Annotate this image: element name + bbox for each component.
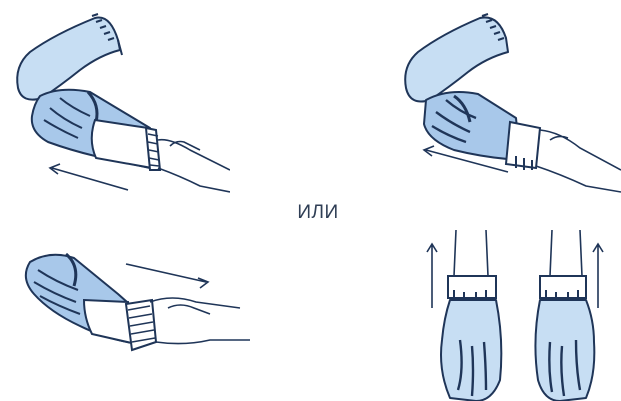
glove-hands-illustration-4 — [426, 230, 604, 401]
hand-icon — [149, 297, 250, 345]
panel-glove-removal-3 — [0, 230, 260, 401]
panel-glove-removal-1 — [0, 0, 230, 200]
arrow-icon — [592, 242, 604, 308]
glove-hands-illustration-1 — [16, 13, 230, 193]
or-separator: ИЛИ — [297, 202, 339, 223]
arrow-icon — [422, 145, 509, 173]
arrow-icon — [48, 163, 129, 191]
panel-glove-removal-2 — [390, 0, 621, 200]
arrow-icon — [125, 263, 210, 289]
arrow-icon — [426, 242, 438, 308]
hand-icon — [535, 129, 621, 193]
glove-icon — [534, 299, 596, 401]
glove-icon — [423, 91, 521, 161]
glove-hands-illustration-3 — [24, 252, 250, 352]
glove-hands-illustration-2 — [404, 13, 621, 193]
hand-icon — [157, 138, 230, 193]
glove-icon — [16, 16, 121, 101]
panel-glove-pull-up — [400, 230, 621, 401]
glove-icon — [404, 16, 509, 103]
